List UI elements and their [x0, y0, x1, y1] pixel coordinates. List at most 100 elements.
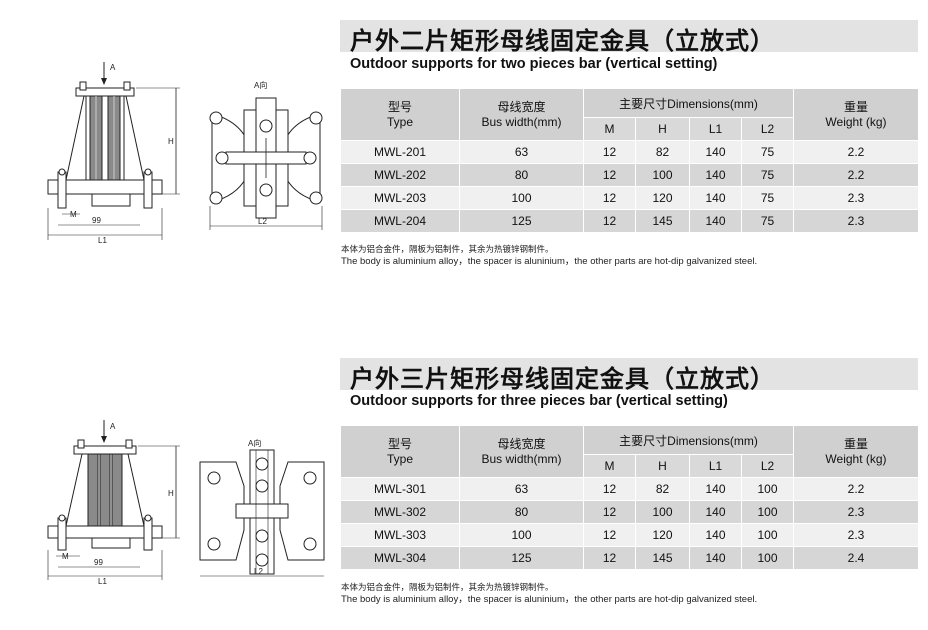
- cell-m: 12: [583, 477, 636, 501]
- width-header-cn: 母线宽度: [497, 99, 546, 114]
- width-header: 母线宽度 Bus width(mm): [459, 425, 584, 478]
- a-view-label: A向: [248, 438, 261, 448]
- a-view-label: A向: [254, 80, 267, 90]
- section-title-cn: 户外二片矩形母线固定金具（立放式）: [350, 27, 775, 55]
- cell-l1: 140: [689, 523, 742, 547]
- arrow-a-label: A: [110, 63, 116, 72]
- cell-m: 12: [583, 546, 636, 570]
- sub-header-h: H: [635, 454, 690, 478]
- cell-width: 100: [459, 186, 584, 210]
- section-title-bar: 户外三片矩形母线固定金具（立放式）: [340, 358, 918, 393]
- cell-type: MWL-203: [340, 186, 460, 210]
- l1-dimension-label: L1: [98, 577, 107, 586]
- section-title-bar: 户外二片矩形母线固定金具（立放式）: [340, 20, 918, 55]
- sub-header-l2: L2: [741, 117, 794, 141]
- weight-header-en: Weight (kg): [825, 114, 887, 129]
- cell-m: 12: [583, 186, 636, 210]
- cell-weight: 2.2: [793, 140, 919, 164]
- cell-width: 63: [459, 140, 584, 164]
- cell-m: 12: [583, 209, 636, 233]
- weight-header: 重量 Weight (kg): [793, 425, 919, 478]
- cell-l1: 140: [689, 140, 742, 164]
- sub-header-l1: L1: [689, 117, 742, 141]
- cell-m: 12: [583, 500, 636, 524]
- section-title-en: Outdoor supports for two pieces bar (ver…: [350, 56, 718, 72]
- h-dimension-label: H: [168, 489, 174, 498]
- type-header-en: Type: [386, 451, 413, 466]
- cell-weight: 2.4: [793, 546, 919, 570]
- cell-h: 120: [635, 186, 690, 210]
- l1-dimension-label: L1: [98, 236, 107, 245]
- cell-l1: 140: [689, 477, 742, 501]
- material-note-en: The body is aluminium alloy，the spacer i…: [341, 594, 758, 605]
- cell-weight: 2.2: [793, 477, 919, 501]
- cell-l2: 100: [741, 477, 794, 501]
- h-dimension-label: H: [168, 137, 174, 146]
- cell-l2: 100: [741, 523, 794, 547]
- cell-h: 82: [635, 140, 690, 164]
- dim-99-label: 99: [94, 558, 103, 567]
- sub-header-m: M: [583, 454, 636, 478]
- cell-l2: 100: [741, 500, 794, 524]
- cell-width: 80: [459, 163, 584, 187]
- cell-h: 145: [635, 546, 690, 570]
- dimensions-header: 主要尺寸Dimensions(mm): [583, 88, 794, 118]
- material-note: 本体为铝合金件，隔板为铝制件，其余为热镀锌钢制件。 The body is al…: [341, 582, 757, 606]
- material-note-cn: 本体为铝合金件，隔板为铝制件，其余为热镀锌钢制件。: [341, 583, 554, 593]
- width-header-cn: 母线宽度: [497, 436, 546, 451]
- cell-width: 80: [459, 500, 584, 524]
- cell-h: 100: [635, 500, 690, 524]
- cell-width: 125: [459, 209, 584, 233]
- cell-l1: 140: [689, 163, 742, 187]
- material-note: 本体为铝合金件，隔板为铝制件，其余为热镀锌钢制件。 The body is al…: [341, 244, 757, 268]
- cell-width: 100: [459, 523, 584, 547]
- cell-l1: 140: [689, 209, 742, 233]
- cell-m: 12: [583, 523, 636, 547]
- cell-type: MWL-303: [340, 523, 460, 547]
- cell-weight: 2.3: [793, 186, 919, 210]
- sub-header-l1: L1: [689, 454, 742, 478]
- width-header-en: Bus width(mm): [481, 451, 562, 466]
- spec-table: 型号 Type 母线宽度 Bus width(mm) 主要尺寸Dimension…: [340, 425, 919, 570]
- dimensions-header: 主要尺寸Dimensions(mm): [583, 425, 794, 455]
- cell-l1: 140: [689, 500, 742, 524]
- cell-l2: 100: [741, 546, 794, 570]
- weight-header-en: Weight (kg): [825, 451, 887, 466]
- section-title-cn: 户外三片矩形母线固定金具（立放式）: [350, 365, 775, 393]
- type-header-en: Type: [386, 114, 413, 129]
- cell-l2: 75: [741, 186, 794, 210]
- cell-type: MWL-204: [340, 209, 460, 233]
- cell-h: 145: [635, 209, 690, 233]
- l2-dimension-label: L2: [258, 217, 267, 226]
- width-header: 母线宽度 Bus width(mm): [459, 88, 584, 141]
- spec-table: 型号 Type 母线宽度 Bus width(mm) 主要尺寸Dimension…: [340, 88, 919, 233]
- l2-dimension-label: L2: [254, 567, 263, 576]
- cell-l1: 140: [689, 186, 742, 210]
- weight-header-cn: 重量: [843, 99, 868, 114]
- m-dimension-label: M: [62, 552, 69, 561]
- cell-type: MWL-302: [340, 500, 460, 524]
- cell-weight: 2.3: [793, 500, 919, 524]
- cell-h: 82: [635, 477, 690, 501]
- a-direction-view-drawing: A向 L2: [209, 80, 323, 230]
- cell-width: 125: [459, 546, 584, 570]
- cell-l2: 75: [741, 209, 794, 233]
- type-header: 型号 Type: [340, 425, 460, 478]
- arrow-a-label: A: [110, 422, 116, 431]
- dim-99-label: 99: [92, 216, 101, 225]
- cell-type: MWL-304: [340, 546, 460, 570]
- type-header-cn: 型号: [387, 99, 412, 114]
- material-note-cn: 本体为铝合金件，隔板为铝制件，其余为热镀锌钢制件。: [341, 245, 554, 255]
- type-header: 型号 Type: [340, 88, 460, 141]
- cell-m: 12: [583, 140, 636, 164]
- a-direction-view-drawing: A向 L2: [199, 438, 325, 577]
- cell-m: 12: [583, 163, 636, 187]
- m-dimension-label: M: [70, 210, 77, 219]
- weight-header: 重量 Weight (kg): [793, 88, 919, 141]
